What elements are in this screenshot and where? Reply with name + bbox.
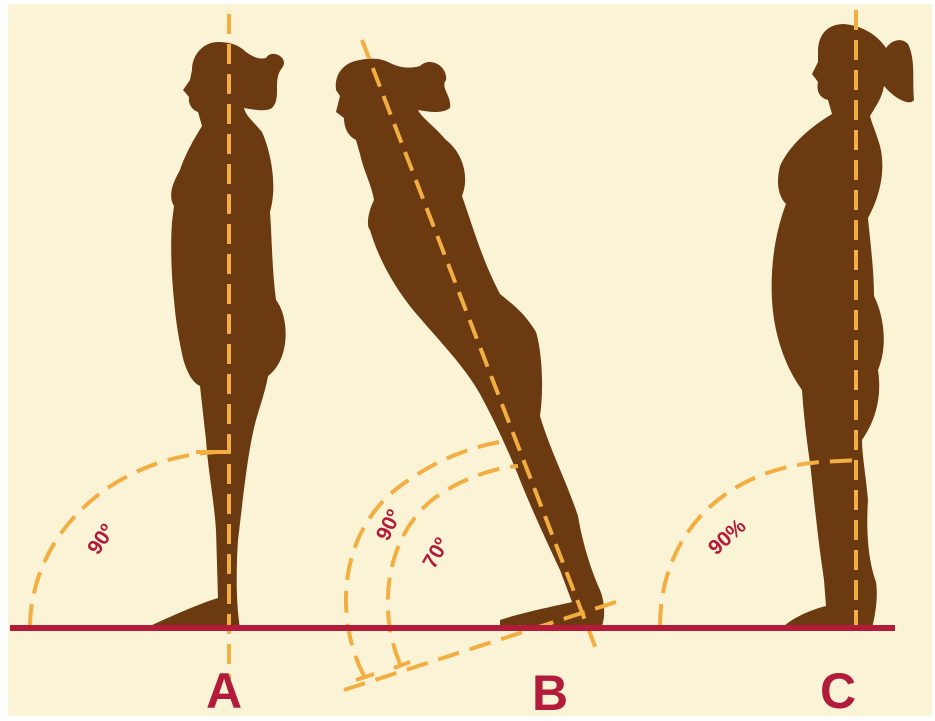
figure-c-letter: C [820, 663, 856, 719]
figure-a-letter: A [206, 663, 242, 719]
figure-b-letter: B [532, 665, 568, 721]
